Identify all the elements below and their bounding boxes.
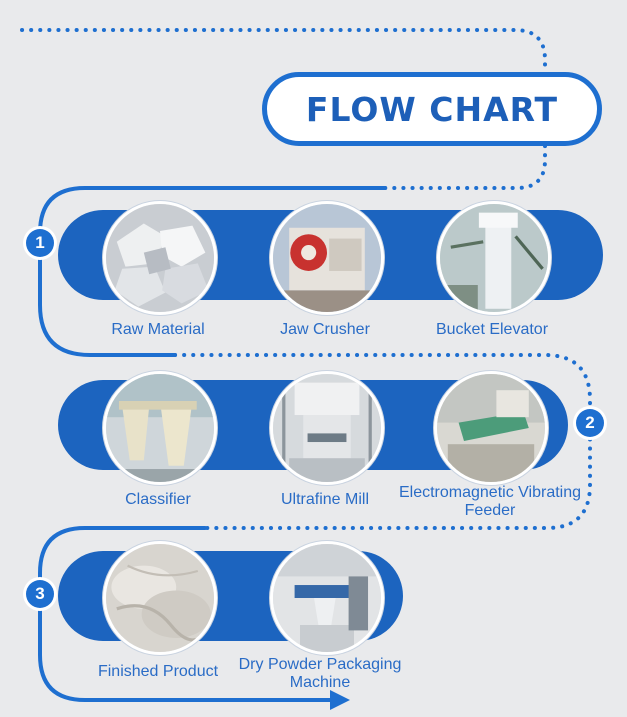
jaw-crusher-label: Jaw Crusher — [280, 321, 370, 338]
step-1-badge: 1 — [26, 229, 54, 257]
vibrating-feeder-label: Electromagnetic Vibrating Feeder — [398, 484, 582, 519]
raw-material-photo — [103, 201, 217, 315]
packaging-machine-label: Dry Powder Packaging Machine — [238, 656, 402, 691]
finished-product-label: Finished Product — [97, 663, 219, 680]
classifier-label: Classifier — [125, 491, 191, 508]
flow-end-arrow — [330, 690, 350, 710]
bucket-elevator-photo — [437, 201, 551, 315]
title-pill: FLOW CHART — [262, 72, 602, 146]
jaw-crusher-photo — [270, 201, 384, 315]
bucket-elevator-label: Bucket Elevator — [435, 321, 549, 338]
vibrating-feeder-photo — [434, 371, 548, 485]
step-2-badge: 2 — [576, 409, 604, 437]
ultrafine-mill-label: Ultrafine Mill — [280, 491, 369, 508]
packaging-machine-photo — [270, 541, 384, 655]
step-3-badge: 3 — [26, 580, 54, 608]
classifier-photo — [103, 371, 217, 485]
raw-material-label: Raw Material — [111, 321, 205, 338]
page-title: FLOW CHART — [305, 89, 559, 129]
finished-product-photo — [103, 541, 217, 655]
ultrafine-mill-photo — [270, 371, 384, 485]
